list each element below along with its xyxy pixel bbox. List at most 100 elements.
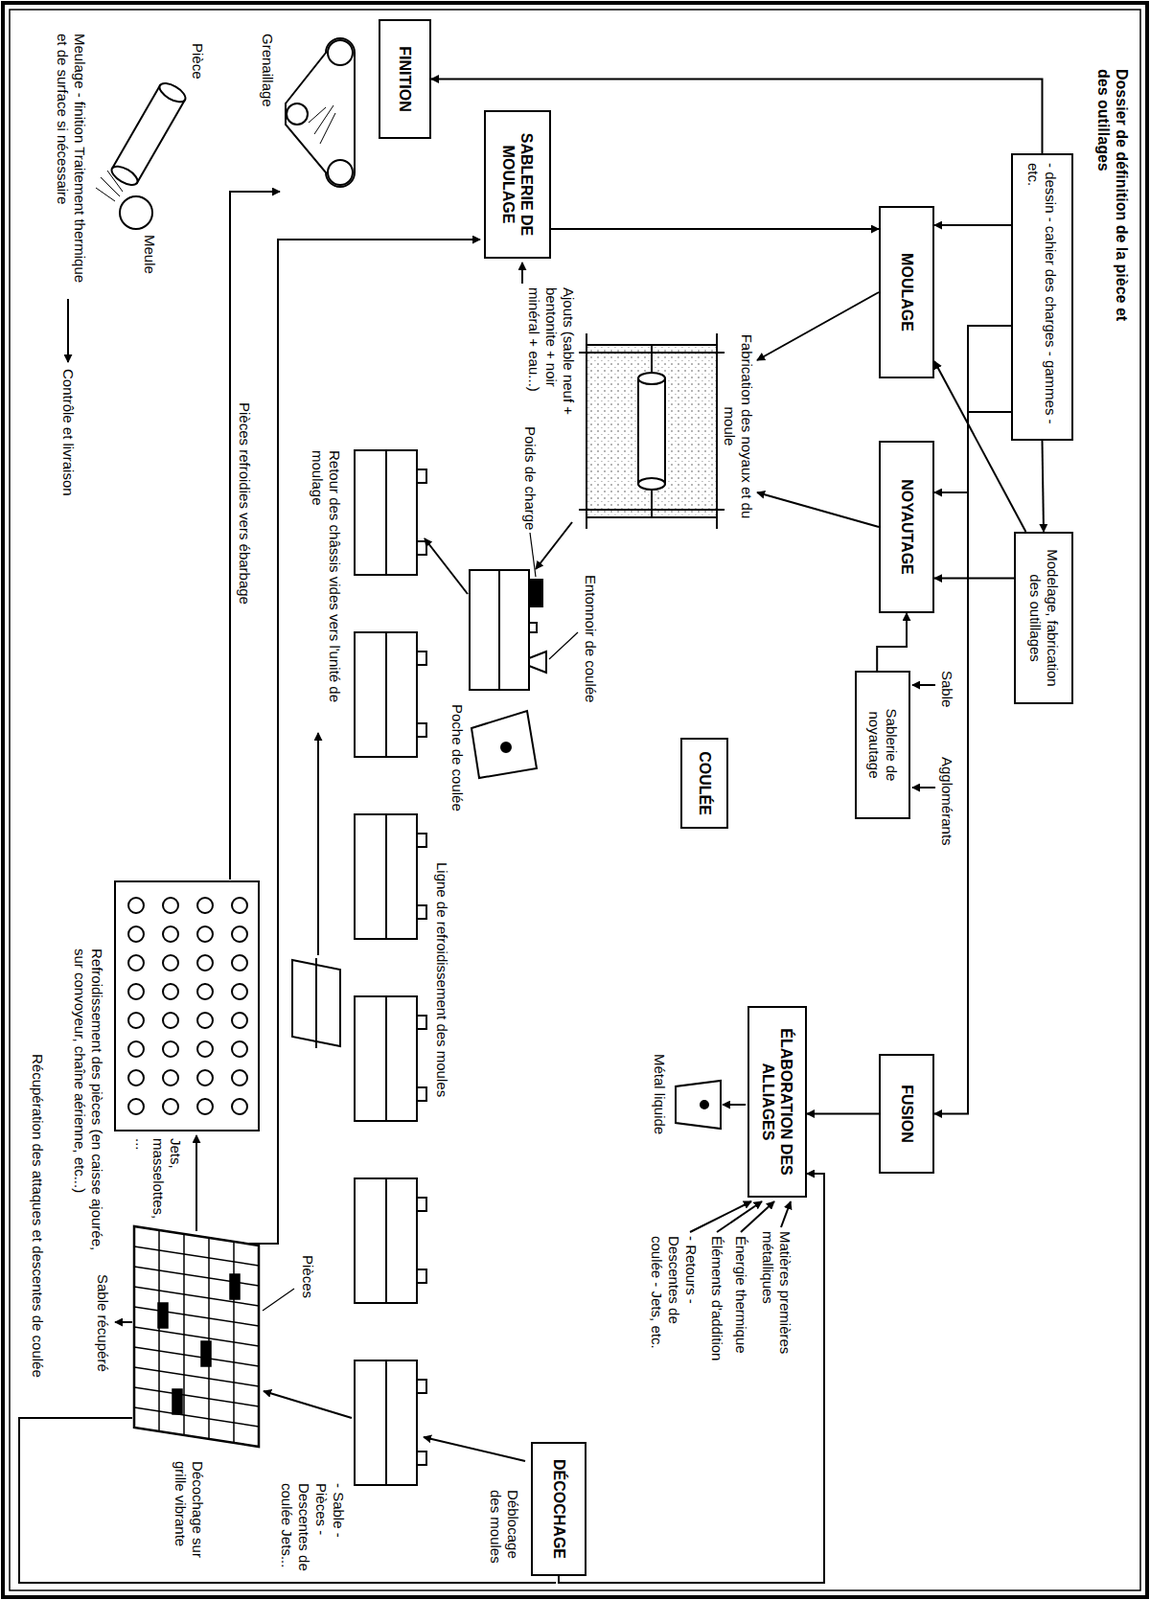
flow-arrows xyxy=(67,299,69,363)
pouring-ladle xyxy=(471,711,537,779)
annotation-label: - Sable - Pièces - Descentes de coulée J… xyxy=(277,1483,347,1575)
grid-bar xyxy=(134,1307,259,1327)
grid-bar xyxy=(183,1234,185,1436)
mould-riser xyxy=(416,1269,427,1284)
connector xyxy=(757,292,879,361)
flow-arrows xyxy=(781,1201,791,1228)
grinding xyxy=(119,196,153,230)
crate-hole xyxy=(162,1012,179,1029)
shot-blasting xyxy=(286,103,308,125)
pouring-ladle xyxy=(501,742,511,753)
poured-mould xyxy=(529,579,543,607)
flow-arrows xyxy=(716,1201,762,1233)
poured-mould xyxy=(469,570,547,690)
flow-arrows xyxy=(19,1418,556,1584)
annotation-label: Récupération des attaques et descentes d… xyxy=(28,1054,46,1379)
metal-ladle xyxy=(700,1101,709,1109)
crate-hole xyxy=(231,955,248,971)
flow-arrows xyxy=(690,1201,752,1233)
shot-blasting xyxy=(285,38,355,187)
crate-hole xyxy=(128,1041,144,1058)
crate-hole xyxy=(162,984,179,1000)
box-text: DÉCOCHAGE xyxy=(549,1459,568,1560)
box-text: FINITION xyxy=(395,46,414,112)
flow-arrows xyxy=(740,1201,775,1233)
shot-blasting xyxy=(327,160,353,185)
grinding xyxy=(109,162,141,189)
crate-hole xyxy=(162,1099,179,1115)
illustration-node: Fabrication des noyaux et du moule xyxy=(575,316,758,537)
annotation-label: Éléments d'addition xyxy=(708,1236,726,1361)
crate-hole xyxy=(231,1041,248,1058)
crate-hole xyxy=(162,1070,179,1086)
connector xyxy=(934,325,1012,493)
grinding xyxy=(95,79,188,230)
crate-hole xyxy=(128,1070,144,1086)
mould-illustration xyxy=(638,378,666,484)
connector xyxy=(934,412,1012,1115)
box-text: Fabrication des noyaux et du moule xyxy=(720,320,756,533)
flow-arrows xyxy=(115,1321,133,1324)
connector xyxy=(558,1173,825,1584)
annotation-label: Poche de coulée xyxy=(448,704,466,812)
mould-box xyxy=(354,1360,417,1486)
box-text: NOYAUTAGE xyxy=(897,479,916,575)
mould-riser xyxy=(416,469,427,483)
box-text: FUSION xyxy=(897,1084,916,1143)
flow-arrows xyxy=(722,1104,746,1106)
crate-hole xyxy=(128,984,144,1000)
crate-hole xyxy=(162,955,179,971)
flow-arrows xyxy=(424,538,468,595)
annotation-label: Déblocage des moules xyxy=(486,1490,522,1575)
crate-hole xyxy=(197,955,213,971)
flow-arrows xyxy=(195,1135,198,1232)
vibrating-grid xyxy=(134,1226,259,1448)
flow-arrows xyxy=(249,239,481,1244)
mould-joint xyxy=(385,1178,388,1304)
mould-illustration xyxy=(585,333,588,529)
mould-riser xyxy=(416,651,427,666)
annotation-label: Agglomérants xyxy=(938,757,956,847)
annotation-label: Métal liquide xyxy=(650,1054,668,1135)
vibrating-grid xyxy=(134,1226,259,1448)
crate-hole xyxy=(128,926,144,943)
grinding xyxy=(109,79,189,189)
process-box: Modelage, fabrication des outillages xyxy=(1013,531,1074,705)
crate-hole xyxy=(197,897,213,914)
crate-hole xyxy=(231,1012,248,1029)
annotation-label: - Retours - Descentes de coulée - Jets, … xyxy=(647,1236,700,1371)
box-text: - dessin - cahier des charges - gammes -… xyxy=(1025,162,1060,432)
connector xyxy=(551,228,879,230)
process-box: Sablerie de noyautage xyxy=(854,670,911,820)
flow-arrows xyxy=(317,733,320,956)
leader-lines xyxy=(549,632,578,660)
mould-joint xyxy=(385,632,388,758)
process-box: Dossier de définition de la pièce et des… xyxy=(1011,153,1074,441)
mould-illustration xyxy=(586,345,717,518)
grid-bar xyxy=(134,1246,259,1266)
empty-frame xyxy=(292,958,341,1049)
annotation-label: Décochage sur grille vibrante xyxy=(171,1461,207,1575)
crate-hole xyxy=(231,897,248,914)
crate-hole xyxy=(231,1099,248,1115)
mould-illustration xyxy=(578,333,725,529)
mould-riser xyxy=(416,1380,427,1394)
annotation-label: Pièce xyxy=(188,43,207,80)
crate-hole xyxy=(197,984,213,1000)
grid-bar xyxy=(232,1242,235,1444)
crate-hole xyxy=(128,1012,144,1029)
annotation-label: Entonnoir de coulée xyxy=(581,575,599,703)
process-box: COULÉE xyxy=(680,737,729,829)
mould-box xyxy=(354,1178,417,1304)
crate-hole xyxy=(162,1041,179,1058)
mould-riser xyxy=(416,905,427,920)
process-box: ÉLABORATION DES ALLIAGES xyxy=(747,1006,807,1198)
crate-hole xyxy=(231,926,248,943)
flow-arrows xyxy=(423,1437,526,1462)
mould-illustration xyxy=(638,372,666,385)
connector xyxy=(934,224,1012,227)
crate-hole xyxy=(128,955,144,971)
crate-hole xyxy=(128,897,144,914)
